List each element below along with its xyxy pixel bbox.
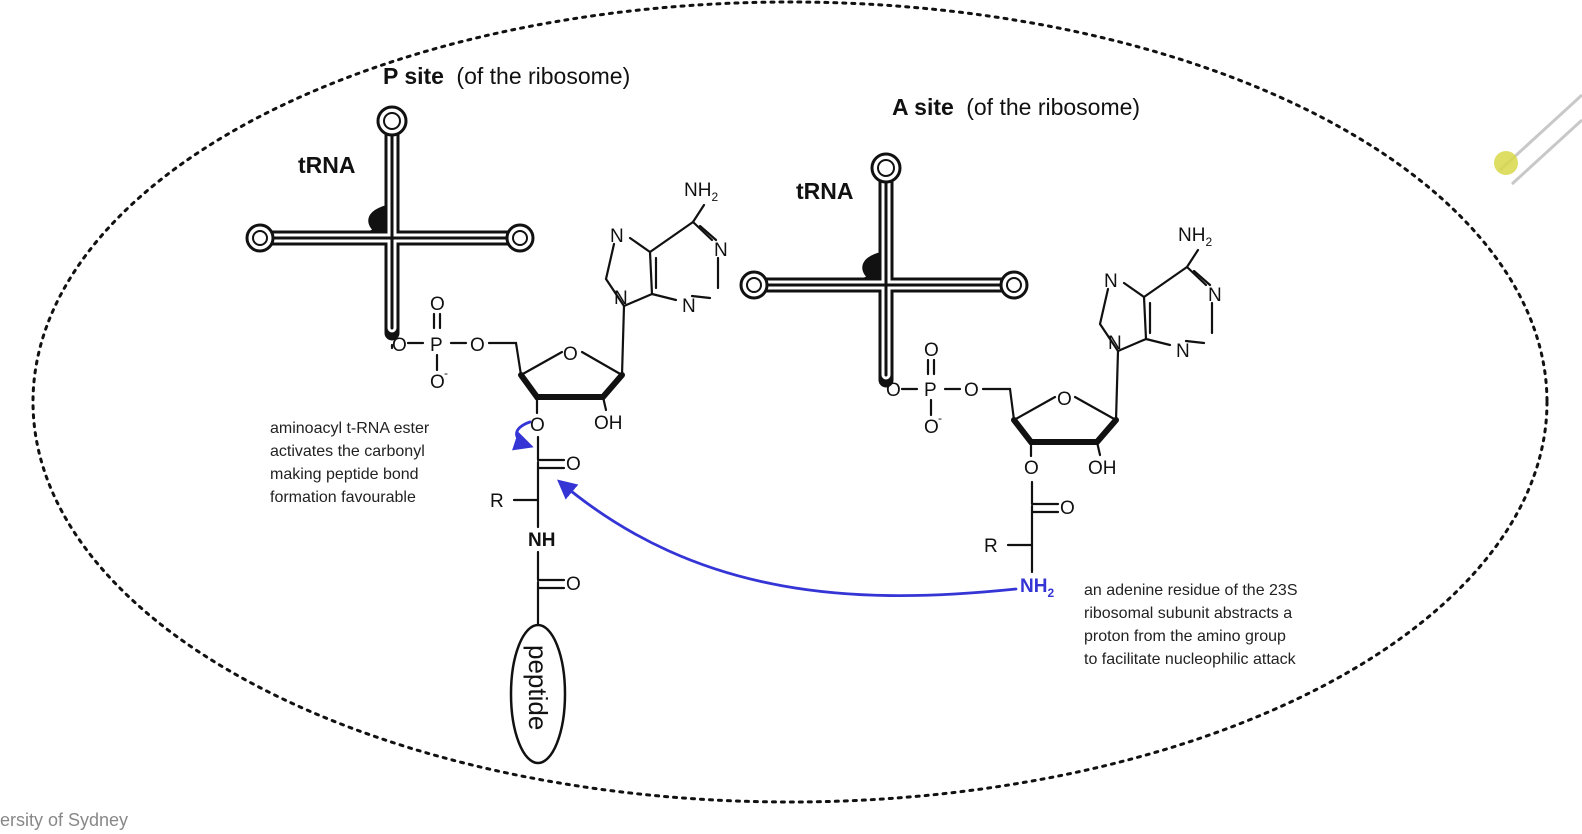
a-site-phosphate: O P O O O - — [886, 340, 1016, 438]
p-note-line-1: aminoacyl t-RNA ester — [270, 420, 430, 437]
p-site-note: aminoacyl t-RNA ester activates the carb… — [270, 420, 430, 506]
adenine-n3: N — [682, 296, 696, 317]
a-site-trna-label: tRNA — [796, 178, 854, 204]
peptide-oval — [509, 623, 567, 765]
p-site-title-rest: (of the ribosome) — [456, 63, 630, 89]
p-site-adenine: N N N N NH2 — [604, 180, 728, 377]
a-amine-text: NH — [1020, 576, 1047, 597]
a-ribose-oh: OH — [1088, 458, 1117, 479]
a-phosphate-o-top: O — [924, 340, 939, 361]
phosphate-o-top: O — [430, 294, 445, 315]
a-site-ribose: O OH O — [1011, 389, 1119, 479]
a-adenine-nh2-text: NH — [1178, 225, 1205, 246]
p-site-trna-label: tRNA — [298, 152, 356, 178]
adenine-nh2-sub: 2 — [711, 190, 718, 204]
a-adenine-n7: N — [1104, 271, 1118, 292]
p-note-line-2: activates the carbonyl — [270, 443, 425, 460]
p-site-ribose: O OH O — [518, 344, 625, 436]
adenine-n1: N — [714, 240, 728, 261]
a-note-line-3: proton from the amino group — [1084, 628, 1286, 645]
peptide-label: peptide — [523, 645, 553, 730]
phosphate-o-right: O — [470, 335, 485, 356]
a-amine-nh2: NH2 — [1020, 576, 1054, 600]
a-site-title: A site (of the ribosome) — [892, 94, 1140, 120]
ribose-oh: OH — [594, 413, 623, 434]
footer-text: ersity of Sydney — [0, 810, 128, 830]
a-site-note: an adenine residue of the 23S ribosomal … — [1084, 582, 1298, 668]
a-adenine-n9: N — [1108, 333, 1122, 354]
phosphate-p: P — [430, 335, 443, 356]
a-phosphate-o-minus: O — [924, 417, 939, 438]
a-note-line-4: to facilitate nucleophilic attack — [1084, 651, 1297, 668]
a-site-aminoacyl-chain: O R NH2 — [984, 480, 1075, 600]
amide-nh: NH — [528, 530, 555, 551]
r-group: R — [490, 491, 504, 512]
a-site-title-rest: (of the ribosome) — [966, 94, 1140, 120]
a-site: A site (of the ribosome) tRNA O P O O O … — [741, 94, 1298, 668]
a-ribose-o3: O — [1024, 458, 1039, 479]
amide-o: O — [566, 574, 581, 595]
p-site-title: P site (of the ribosome) — [383, 63, 630, 89]
a-ribose-ring-o: O — [1057, 389, 1072, 410]
ribosome-boundary — [31, 0, 1549, 804]
a-phosphate-o-right: O — [964, 380, 979, 401]
a-site-adenine: N N N N NH2 — [1098, 225, 1222, 422]
a-note-line-2: ribosomal subunit abstracts a — [1084, 605, 1292, 622]
p-site-aminoacyl-chain: O R NH O peptide — [490, 435, 581, 765]
p-note-line-4: formation favourable — [270, 489, 416, 506]
p-note-line-3: making peptide bond — [270, 466, 419, 483]
ester-carbonyl-o: O — [566, 454, 581, 475]
a-adenine-n3: N — [1176, 341, 1190, 362]
adenine-n9: N — [614, 288, 628, 309]
nucleophilic-attack-arrow — [557, 479, 1018, 598]
p-site: P site (of the ribosome) tRNA O P O O O … — [247, 63, 728, 765]
a-site-title-bold: A site — [892, 94, 954, 120]
adenine-nh2: NH2 — [684, 180, 718, 204]
pipette-icon — [1494, 93, 1582, 186]
p-site-title-bold: P site — [383, 63, 444, 89]
a-note-line-1: an adenine residue of the 23S — [1084, 582, 1298, 599]
activation-arrow — [512, 420, 534, 451]
a-r-group: R — [984, 536, 998, 557]
a-site-trna-icon — [741, 154, 1027, 380]
p-site-phosphate: O P O O O - — [390, 294, 523, 393]
a-adenine-nh2-sub: 2 — [1205, 235, 1212, 249]
a-phosphate-o-left: O — [886, 380, 901, 401]
phosphate-o-minus: O — [430, 372, 445, 393]
phosphate-charge: - — [444, 366, 448, 380]
a-ester-carbonyl-o: O — [1060, 498, 1075, 519]
a-adenine-n1: N — [1208, 285, 1222, 306]
ribose-ring-o: O — [563, 344, 578, 365]
adenine-n7: N — [610, 226, 624, 247]
a-amine-sub: 2 — [1047, 586, 1054, 600]
a-phosphate-p: P — [924, 380, 937, 401]
a-phosphate-charge: - — [938, 411, 942, 425]
adenine-nh2-text: NH — [684, 180, 711, 201]
p-site-trna-icon — [247, 107, 533, 333]
ribose-o3: O — [530, 415, 545, 436]
phosphate-o-left: O — [392, 335, 407, 356]
a-adenine-nh2: NH2 — [1178, 225, 1212, 249]
